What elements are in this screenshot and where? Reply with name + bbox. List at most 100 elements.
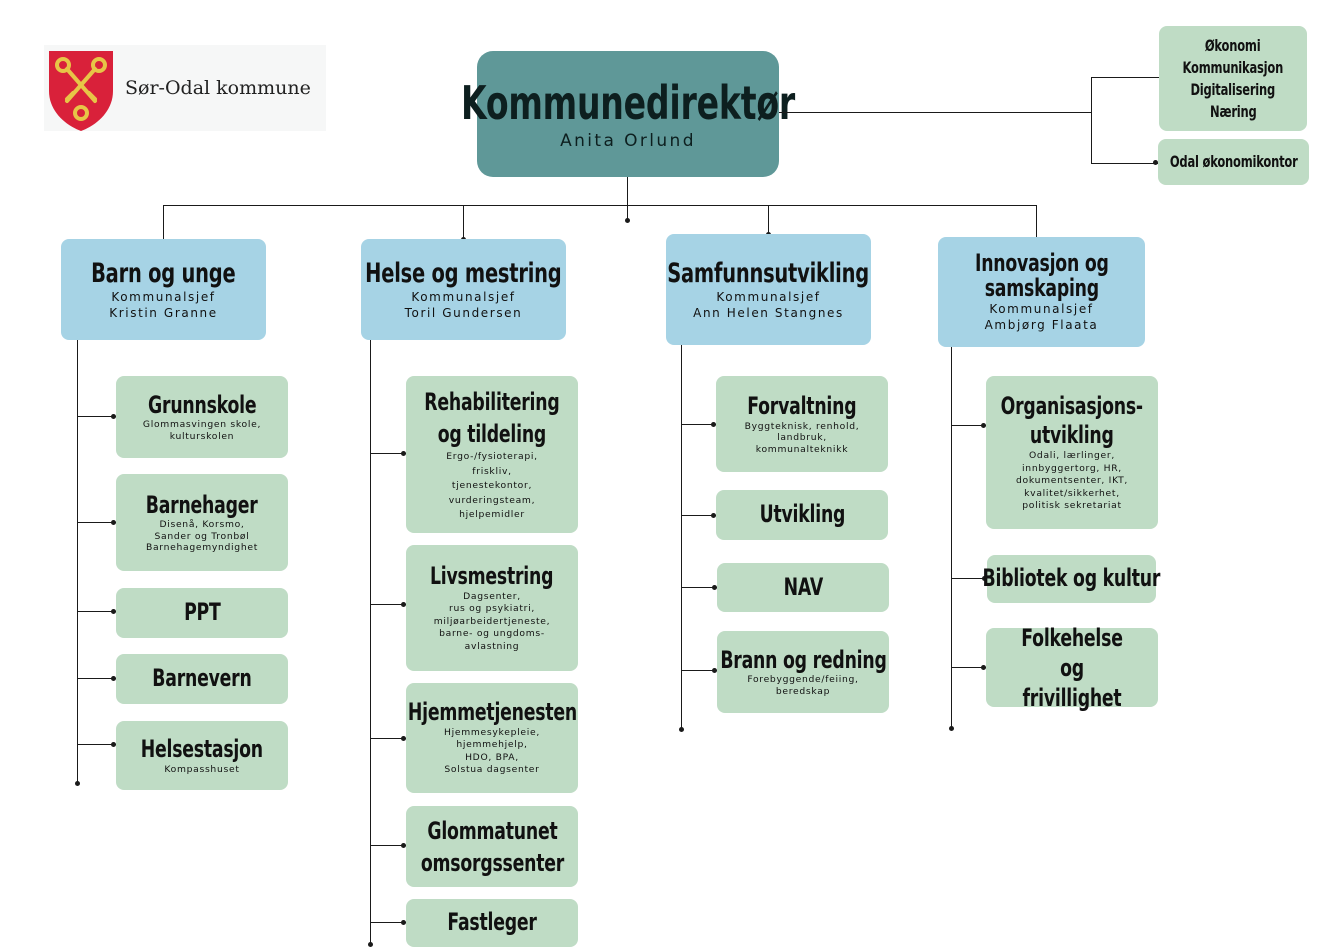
unit-description: Disenå, Korsmo, Sander og Tronbøl Barneh… xyxy=(145,519,259,553)
division-title: Helse og mestring xyxy=(365,257,562,289)
director-name: Anita Orlund xyxy=(560,131,696,152)
connector-dot xyxy=(111,676,116,681)
division-title: Barn og unge xyxy=(91,257,236,289)
division-innovasjon-og-samskaping: Innovasjon og samskaping Kommunalsjef Am… xyxy=(938,237,1145,347)
unit-connector xyxy=(370,922,406,923)
unit-livsmestring: Livsmestring Dagsenter, rus og psykiatri… xyxy=(406,545,578,671)
unit-title: Glommatunet omsorgssenter xyxy=(420,816,564,877)
unit-helsestasjon: Helsestasjon Kompasshuset xyxy=(116,721,288,790)
division-role: Kommunalsjef xyxy=(989,302,1094,316)
unit-fastleger: Fastleger xyxy=(406,899,578,947)
connector-director-down xyxy=(627,177,628,221)
unit-connector xyxy=(681,587,717,588)
division-title: Samfunnsutvikling xyxy=(667,257,870,289)
connector-dot xyxy=(111,609,116,614)
connector-dot xyxy=(982,576,987,581)
unit-barnehager: Barnehager Disenå, Korsmo, Sander og Tro… xyxy=(116,474,288,571)
unit-connector xyxy=(681,670,717,671)
unit-forvaltning: Forvaltning Byggteknisk, renhold, landbr… xyxy=(716,376,888,472)
unit-bibliotek-og-kultur: Bibliotek og kultur xyxy=(983,555,1161,603)
unit-nav: NAV xyxy=(717,563,889,612)
staff-item: Digitalisering xyxy=(1190,79,1276,99)
connector-dot xyxy=(711,513,716,518)
connector-dot xyxy=(625,218,630,223)
division-head: Kristin Granne xyxy=(109,306,218,321)
director-box: Kommunedirektør Anita Orlund xyxy=(461,51,795,177)
staff-item: Odal økonomikontor xyxy=(1169,151,1298,171)
division-barn-og-unge: Barn og unge Kommunalsjef Kristin Granne xyxy=(61,239,266,340)
unit-description: Byggteknisk, renhold, landbruk, kommunal… xyxy=(744,420,860,455)
connector-dot xyxy=(75,781,80,786)
connector-dot xyxy=(401,920,406,925)
unit-connector xyxy=(681,424,716,425)
unit-brann-og-redning: Brann og redning Forebyggende/feiing, be… xyxy=(717,631,889,713)
division-head: Ann Helen Stangnes xyxy=(693,306,844,321)
municipality-name: Sør-Odal kommune xyxy=(125,77,311,99)
connector-division-bar xyxy=(163,205,1037,206)
unit-glommatunet: Glommatunet omsorgssenter xyxy=(406,806,578,887)
unit-title: Utvikling xyxy=(759,500,845,529)
unit-connector xyxy=(370,738,406,739)
connector-dot xyxy=(711,422,716,427)
unit-description: Glommasvingen skole, kulturskolen xyxy=(142,419,262,442)
connector-div1-drop xyxy=(163,205,164,239)
unit-description: Forebyggende/feiing, beredskap xyxy=(747,674,859,697)
unit-title: Bibliotek og kultur xyxy=(982,564,1161,593)
connector-dot xyxy=(949,726,954,731)
division-role: Kommunalsjef xyxy=(716,290,821,305)
connector-dot xyxy=(111,520,116,525)
unit-description: Ergo-/fysioterapi, friskliv, tjenestekon… xyxy=(446,451,538,521)
connector-dot xyxy=(981,665,986,670)
unit-title: Barnehager xyxy=(146,490,258,519)
connector-div4-drop xyxy=(1036,205,1037,237)
unit-description: Odali, lærlinger, innbyggertorg, HR, dok… xyxy=(1015,450,1129,512)
division-samfunnsutvikling: Samfunnsutvikling Kommunalsjef Ann Helen… xyxy=(666,234,871,345)
unit-connector xyxy=(370,845,406,846)
unit-connector xyxy=(77,611,116,612)
director-title: Kommunedirektør xyxy=(460,75,796,130)
unit-connector xyxy=(77,678,116,679)
connector-dot xyxy=(401,602,406,607)
unit-connector xyxy=(681,515,716,516)
connector-dot xyxy=(1153,160,1158,165)
connector-dot xyxy=(401,843,406,848)
unit-title: Folkehelse og frivillighet xyxy=(1021,623,1123,712)
division-helse-og-mestring: Helse og mestring Kommunalsjef Toril Gun… xyxy=(361,239,566,340)
unit-connector xyxy=(77,522,116,523)
unit-title: Helsestasjon xyxy=(140,735,264,763)
unit-description: Kompasshuset xyxy=(164,763,240,775)
division-role: Kommunalsjef xyxy=(411,290,516,305)
connector-dot xyxy=(401,736,406,741)
connector-staff-bracket xyxy=(1091,77,1092,164)
division-title: Innovasjon og samskaping xyxy=(974,249,1109,302)
unit-connector xyxy=(370,604,406,605)
unit-description: Hjemmesykepleie, hjemmehjelp, HDO, BPA, … xyxy=(444,726,540,776)
unit-organisasjonsutvikling: Organisasjons- utvikling Odali, lærlinge… xyxy=(986,376,1158,529)
division-head: Ambjørg Flaata xyxy=(984,318,1099,332)
staff-item: Økonomi xyxy=(1205,35,1261,55)
unit-title: Brann og redning xyxy=(719,645,887,674)
unit-title: Organisasjons- utvikling xyxy=(1000,392,1144,450)
connector-director-staff xyxy=(779,112,1092,113)
connector-dot xyxy=(368,942,373,947)
coat-of-arms-shield-icon xyxy=(49,51,113,131)
unit-folkehelse-og-frivillighet: Folkehelse og frivillighet xyxy=(986,624,1158,712)
connector-dot xyxy=(679,727,684,732)
connector-dot xyxy=(111,742,116,747)
unit-hjemmetjenesten: Hjemmetjenesten Hjemmesykepleie, hjemmeh… xyxy=(406,683,578,793)
unit-title: Livsmestring xyxy=(430,561,554,590)
unit-title: Fastleger xyxy=(447,908,537,937)
unit-connector xyxy=(77,744,116,745)
division-trunk xyxy=(681,345,682,730)
unit-connector xyxy=(951,578,987,579)
unit-connector xyxy=(951,667,986,668)
unit-title: Barnevern xyxy=(152,664,252,693)
connector-dot xyxy=(401,451,406,456)
connector-staff-top xyxy=(1091,77,1159,78)
connector-div2-drop xyxy=(463,205,464,241)
unit-ppt: PPT xyxy=(116,588,288,638)
unit-connector xyxy=(77,416,116,417)
staff-item: Kommunikasjon xyxy=(1182,57,1284,77)
division-trunk xyxy=(370,340,371,945)
connector-div3-drop xyxy=(768,205,769,235)
